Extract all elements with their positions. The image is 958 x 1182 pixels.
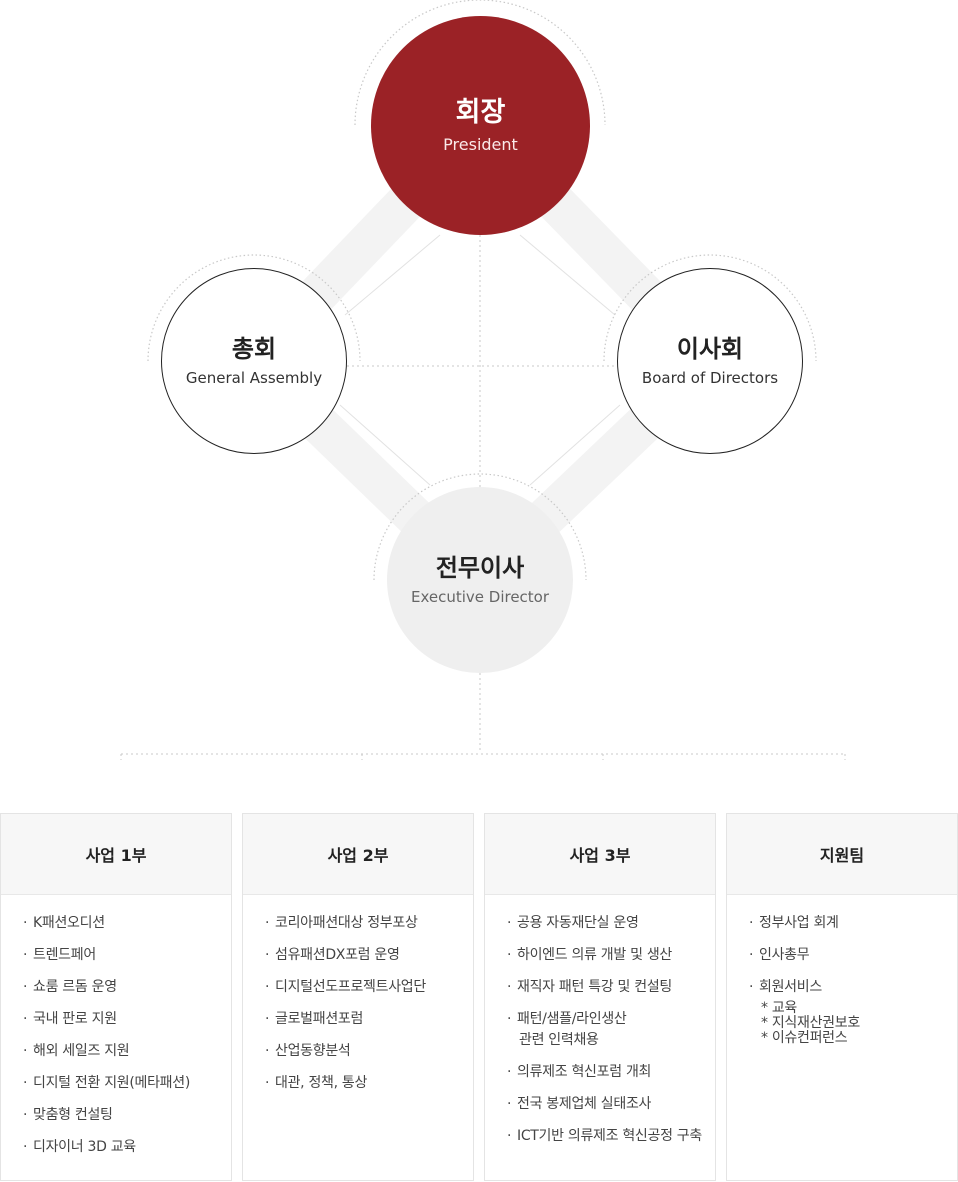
general-assembly-node: 총회 General Assembly <box>161 268 347 454</box>
exec-title-en: Executive Director <box>410 588 550 607</box>
list-item: 해외 세일즈 지원 <box>23 1041 231 1062</box>
list-item: K패션오디션 <box>23 913 231 934</box>
list-item: 회원서비스 <box>749 977 957 998</box>
list-item: 트렌드페어 <box>23 945 231 966</box>
board-of-directors-node: 이사회 Board of Directors <box>617 268 803 454</box>
list-item-line: 패턴/샘플/라인생산 <box>517 1011 627 1027</box>
list-item: 코리아패션대상 정부포상 <box>265 913 473 934</box>
list-item: 디지털선도프로젝트사업단 <box>265 977 473 998</box>
list-item: 글로벌패션포럼 <box>265 1009 473 1030</box>
department-title: 지원팀 <box>727 814 957 895</box>
list-item: 대관, 정책, 통상 <box>265 1073 473 1094</box>
board-title-en: Board of Directors <box>641 369 779 388</box>
list-item-line: 관련 인력채용 <box>519 1032 599 1048</box>
department-support-team: 지원팀 정부사업 회계 인사총무 회원서비스 * 교육 * 지식재산권보호 * … <box>726 813 958 1181</box>
department-business-3: 사업 3부 공용 자동재단실 운영 하이엔드 의류 개발 및 생산 재직자 패턴… <box>484 813 716 1181</box>
list-item: 국내 판로 지원 <box>23 1009 231 1030</box>
list-item: 의류제조 혁신포럼 개최 <box>507 1062 715 1083</box>
executive-director-node: 전무이사 Executive Director <box>387 487 573 673</box>
department-business-1: 사업 1부 K패션오디션 트렌드페어 쇼룸 르돔 운영 국내 판로 지원 해외 … <box>0 813 232 1181</box>
list-item: 정부사업 회계 <box>749 913 957 934</box>
assembly-title-ko: 총회 <box>231 334 277 363</box>
halo-arcs <box>147 0 817 581</box>
list-item: 디자이너 3D 교육 <box>23 1137 231 1158</box>
list-item: ICT기반 의류제조 혁신공정 구축 <box>507 1126 715 1147</box>
list-item: 쇼룸 르돔 운영 <box>23 977 231 998</box>
list-item: 재직자 패턴 특강 및 컨설팅 <box>507 977 715 998</box>
president-node: 회장 President <box>371 16 590 235</box>
department-task-list: K패션오디션 트렌드페어 쇼룸 르돔 운영 국내 판로 지원 해외 세일즈 지원… <box>1 895 231 1158</box>
list-item: 산업동향분석 <box>265 1041 473 1062</box>
department-task-list: 코리아패션대상 정부포상 섬유패션DX포럼 운영 디지털선도프로젝트사업단 글로… <box>243 895 473 1094</box>
list-item: 맞춤형 컨설팅 <box>23 1105 231 1126</box>
department-title: 사업 1부 <box>1 814 231 895</box>
assembly-title-en: General Assembly <box>185 369 323 388</box>
list-item: 공용 자동재단실 운영 <box>507 913 715 934</box>
sub-list-item: * 교육 <box>761 1000 798 1016</box>
list-item: 섬유패션DX포럼 운영 <box>265 945 473 966</box>
board-title-ko: 이사회 <box>676 334 744 363</box>
dotted-connectors <box>120 235 846 760</box>
thin-connectors <box>339 234 621 486</box>
department-business-2: 사업 2부 코리아패션대상 정부포상 섬유패션DX포럼 운영 디지털선도프로젝트… <box>242 813 474 1181</box>
department-title: 사업 3부 <box>485 814 715 895</box>
list-item: 인사총무 <box>749 945 957 966</box>
department-task-list: 정부사업 회계 인사총무 회원서비스 * 교육 * 지식재산권보호 * 이슈컨퍼… <box>727 895 957 1049</box>
exec-title-ko: 전무이사 <box>435 553 525 582</box>
sub-list-item: * 이슈컨퍼런스 <box>761 1030 848 1046</box>
sub-list-item: * 지식재산권보호 <box>761 1015 860 1031</box>
department-title: 사업 2부 <box>243 814 473 895</box>
department-task-list: 공용 자동재단실 운영 하이엔드 의류 개발 및 생산 재직자 패턴 특강 및 … <box>485 895 715 1147</box>
president-title-ko: 회장 <box>455 96 506 128</box>
list-item: 하이엔드 의류 개발 및 생산 <box>507 945 715 966</box>
list-item: 전국 봉제업체 실태조사 <box>507 1094 715 1115</box>
list-item: 디지털 전환 지원(메타패션) <box>23 1073 231 1094</box>
president-title-en: President <box>443 135 518 155</box>
